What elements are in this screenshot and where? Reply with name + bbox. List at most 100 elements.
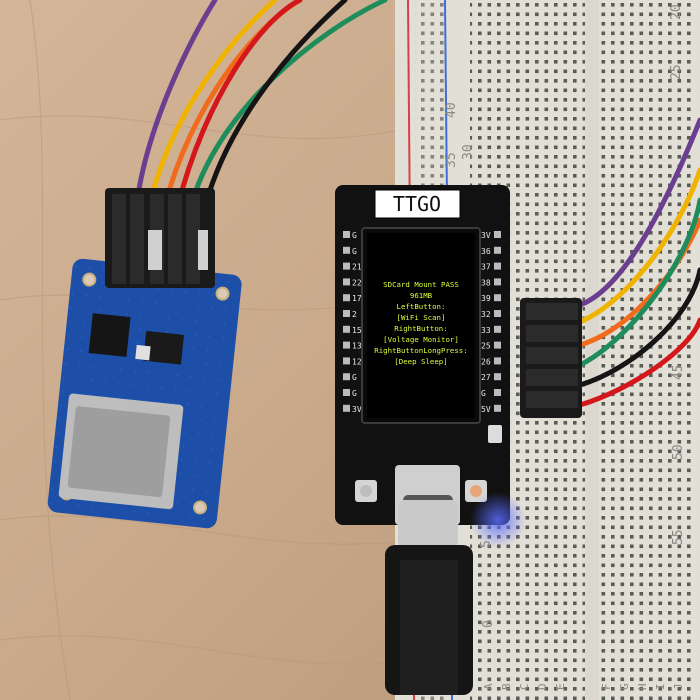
col-number: 35 <box>444 152 459 168</box>
pin-hole <box>494 262 501 270</box>
chip-icon <box>88 313 131 357</box>
col-number: 20 <box>669 4 684 20</box>
pin-hole <box>343 246 350 254</box>
col-number: 40 <box>444 102 459 118</box>
pin-label: G <box>481 389 486 398</box>
pin-label: G <box>352 247 357 256</box>
wire-purple-right <box>577 117 700 308</box>
row-letter: J <box>672 683 685 690</box>
pin-label: 36 <box>481 247 491 256</box>
brand-label: TTGO <box>393 192 441 216</box>
wire-green-right <box>577 197 700 368</box>
pin-hole <box>494 373 501 381</box>
col-number: 0 <box>481 620 496 628</box>
pin-label: 21 <box>352 263 362 272</box>
wire-red-right <box>577 317 700 408</box>
pin-hole <box>343 278 350 286</box>
pin-hole <box>494 231 501 238</box>
wire-black <box>200 0 348 218</box>
led-glow <box>470 492 526 548</box>
pin-label: 12 <box>352 357 362 366</box>
pin-hole <box>343 373 350 381</box>
screen-line: 961MB <box>410 291 433 300</box>
wire-orange-right <box>577 217 700 348</box>
row-letter: G <box>618 683 631 690</box>
col-number: 50 <box>671 444 686 460</box>
screen-line: [WiFi Scan] <box>397 313 446 322</box>
pin-label: 27 <box>481 373 491 382</box>
pin-label: 2 <box>352 310 357 319</box>
row-letter: C <box>518 683 531 690</box>
pin-label: 5V <box>481 405 491 414</box>
pin-hole <box>343 294 350 302</box>
screen-line: SDCard Mount PASS <box>383 280 459 289</box>
pin-label: 25 <box>481 342 491 351</box>
pin-label: 39 <box>481 294 491 303</box>
pin-hole <box>343 357 350 365</box>
row-letter: E <box>554 683 567 690</box>
pin-hole <box>343 325 350 333</box>
pin-hole <box>494 325 501 333</box>
row-letter: A <box>482 683 495 690</box>
pin-hole <box>343 231 350 238</box>
wire-red <box>175 0 303 208</box>
row-letter: H <box>636 683 649 690</box>
screen-line: RightButton: <box>394 324 447 333</box>
reset-button[interactable] <box>488 425 502 443</box>
pin-label: 22 <box>352 278 362 287</box>
screen-line: RightButtonLongPress: <box>374 346 467 355</box>
row-letter: I <box>654 683 667 690</box>
pin-label: 17 <box>352 294 362 303</box>
row-letter: B <box>500 683 513 690</box>
col-number: 55 <box>671 529 686 545</box>
pin-hole <box>494 404 501 412</box>
pin-label: G <box>352 389 357 398</box>
pin-label: 3V <box>481 231 491 240</box>
wire-black-right <box>577 267 700 388</box>
usb-c-cable <box>385 500 473 695</box>
pin-hole <box>494 310 501 317</box>
pin-label: G <box>352 373 357 382</box>
wire-yellow <box>149 0 278 198</box>
wire-purple <box>135 0 218 198</box>
pin-hole <box>494 357 501 365</box>
pin-label: G <box>352 231 357 240</box>
pin-hole <box>343 404 350 412</box>
lcd-screen <box>367 233 475 418</box>
pin-label: 37 <box>481 263 491 272</box>
pin-hole <box>494 278 501 286</box>
pin-hole <box>494 246 501 254</box>
pin-hole <box>343 310 350 317</box>
right-pin-header: 3V 36 37 38 39 32 33 25 26 27G 5V <box>481 231 501 414</box>
dupont-connectors-left <box>105 188 215 288</box>
pin-hole <box>494 294 501 302</box>
wire-yellow-right <box>577 167 700 325</box>
pin-label: 26 <box>481 357 491 366</box>
jumper-wires <box>135 0 700 408</box>
pin-label: 13 <box>352 342 362 351</box>
pin-hole <box>343 389 350 396</box>
pin-hole <box>494 341 501 349</box>
pin-hole <box>494 389 501 396</box>
screen-line: [Voltage Monitor] <box>383 335 459 344</box>
pin-hole <box>343 262 350 270</box>
pin-label: 38 <box>481 278 491 287</box>
pin-label: 3V <box>352 405 362 414</box>
brand-label-box <box>374 189 461 219</box>
sd-card-module <box>47 258 242 529</box>
col-number: 45 <box>671 364 686 380</box>
screen-line: [Deep Sleep] <box>394 357 447 366</box>
col-number: 25 <box>669 64 684 80</box>
dupont-connectors-right <box>520 298 582 418</box>
pin-label: 15 <box>352 326 362 335</box>
row-letter: D <box>536 683 549 690</box>
col-number: 30 <box>461 144 476 160</box>
screen-text: SDCard Mount PASS 961MB LeftButton: [WiFi S… <box>374 280 467 366</box>
pin-hole <box>343 341 350 349</box>
pin-label: 32 <box>481 310 491 319</box>
screen-line: LeftButton: <box>397 302 446 311</box>
pin-label: 33 <box>481 326 491 335</box>
